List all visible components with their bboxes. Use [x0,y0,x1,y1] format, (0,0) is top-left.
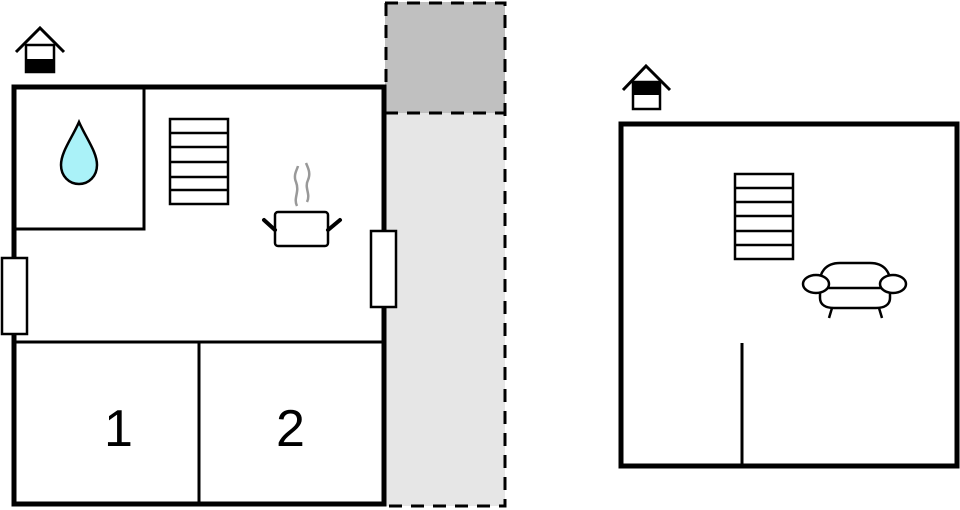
water-drop-icon [59,118,99,186]
upper-floor [618,63,960,469]
house-level-ground-icon [14,25,66,74]
open-terrace [385,113,505,506]
bedroom-2-label: 2 [276,400,305,458]
stairs-icon-upper [733,172,795,261]
right-door [369,229,398,309]
covered-terrace [385,2,505,113]
sofa-icon [801,261,908,319]
left-door [0,256,29,336]
stairs-icon [168,117,230,206]
terrace-area [384,1,507,508]
terrace-dashed-outline [385,1,507,508]
bedroom-1-label: 1 [104,400,133,458]
ground-floor: 1 2 [0,1,507,508]
house-level-upper-icon [621,63,672,111]
cooking-pot-icon [262,162,342,248]
bathroom-wall [16,87,146,231]
